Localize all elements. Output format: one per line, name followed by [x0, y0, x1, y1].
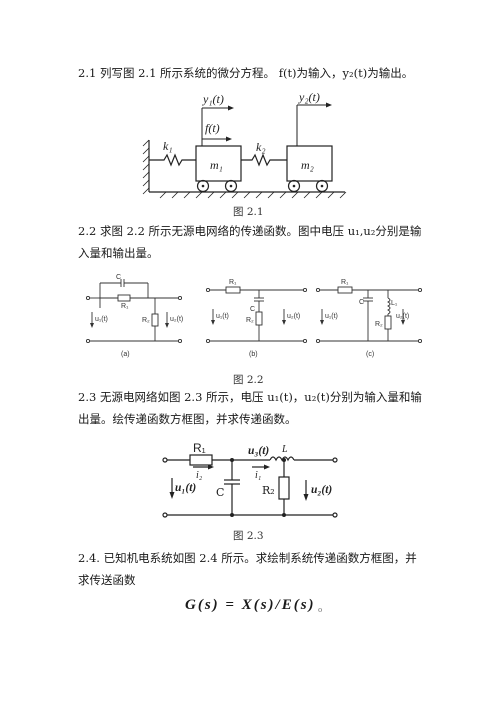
figure-2-1-caption: 图 2.1 — [233, 206, 264, 218]
c23-label-i1: i₁ — [255, 470, 261, 481]
c-label-L1: L₁ — [391, 300, 398, 307]
c23-label-R2: R₂ — [262, 484, 275, 497]
b-label-R2: R₂ — [246, 317, 254, 324]
a-label-C: C — [116, 274, 121, 281]
label-k1: k₁ — [163, 139, 173, 153]
b-tag: (b) — [249, 351, 258, 358]
label-y2: y₂(t) — [298, 90, 320, 104]
c23-label-L: L — [281, 444, 288, 455]
c23-label-i2: i₂ — [196, 470, 203, 481]
a-label-u1: u₁(t) — [95, 316, 108, 323]
c-label-u1: u₁(t) — [325, 313, 338, 320]
label-m2: m₂ — [301, 158, 314, 172]
c-label-u2: u₂(t) — [396, 313, 409, 320]
b-label-R1: R₁ — [229, 279, 237, 286]
c-tag: (c) — [366, 351, 374, 358]
c-label-R2: R₂ — [375, 321, 383, 328]
c-label-C: C — [359, 299, 364, 306]
end-mark: o — [318, 606, 323, 614]
b-label-C: C — [250, 306, 255, 313]
c23-label-C: C — [216, 486, 224, 499]
a-label-u2: u₂(t) — [170, 316, 183, 323]
figure-2-3-caption: 图 2.3 — [233, 530, 264, 542]
problem-2-4-text: 2.4. 已知机电系统如图 2.4 所示。求绘制系统传递函数方框图，并求传送函数 — [78, 551, 417, 587]
b-label-u2: u₂(t) — [287, 313, 300, 320]
c23-label-u2: u₂(t) — [311, 484, 332, 496]
circuit-c — [315, 286, 423, 344]
problem-2-2-text: 2.2 求图 2.2 所示无源电网络的传递函数。图中电压 u₁,u₂分别是输入量… — [78, 224, 422, 260]
c23-label-u1: u₁(t) — [175, 482, 196, 494]
c23-label-u3: u₃(t) — [248, 445, 269, 457]
b-label-u1: u₁(t) — [216, 313, 229, 320]
problem-2-3-text: 2.3 无源电网络如图 2.3 所示，电压 u₁(t)，u₂(t)分别为输入量和… — [78, 390, 422, 426]
a-label-R1: R₁ — [121, 303, 129, 310]
label-k2: k₂ — [256, 140, 266, 154]
transfer-function-formula: G(s) = X(s)/E(s) — [185, 597, 316, 613]
c23-label-R1: R₁ — [193, 441, 206, 455]
a-tag: (a) — [121, 351, 130, 358]
label-y1: y₁(t) — [202, 92, 224, 106]
figure-2-2-caption: 图 2.2 — [233, 374, 264, 386]
a-label-R2: R₂ — [142, 317, 150, 324]
c-label-R1: R₁ — [341, 279, 349, 286]
label-m1: m₁ — [210, 158, 223, 172]
label-f: f(t) — [205, 121, 220, 135]
problem-2-1-text: 2.1 列写图 2.1 所示系统的微分方程。 f(t)为输入，y₂(t)为输出。 — [78, 66, 414, 80]
